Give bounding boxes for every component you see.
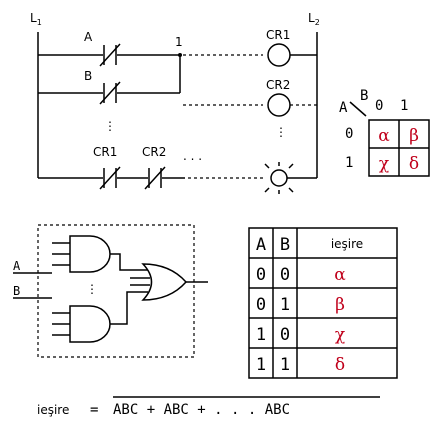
kmap-cell-00: α bbox=[378, 126, 390, 146]
contact-cr2-label: CR2 bbox=[142, 145, 166, 159]
tt-r0-a: 0 bbox=[256, 265, 266, 285]
coil-cr1 bbox=[267, 43, 291, 67]
ladder-hdots: . . . bbox=[183, 149, 202, 163]
kmap-row-header-1: 1 bbox=[345, 155, 353, 171]
and-gate-bottom bbox=[69, 305, 111, 343]
truth-table-border bbox=[248, 227, 398, 379]
kmap-cell-11: δ bbox=[409, 154, 419, 174]
coil-cr1-label: CR1 bbox=[266, 28, 290, 42]
tt-r3-a: 1 bbox=[256, 355, 266, 375]
tt-r2-out: χ bbox=[335, 325, 345, 345]
kmap-row-header-0: 0 bbox=[345, 126, 353, 142]
input-b-label: B bbox=[13, 284, 20, 298]
contact-a-slash bbox=[99, 43, 121, 67]
tt-r0-out: α bbox=[334, 265, 346, 285]
node-1-label: 1 bbox=[175, 35, 183, 49]
coil-cr2 bbox=[267, 93, 291, 117]
kmap-cell-10: χ bbox=[379, 154, 389, 174]
gates-vdots: ⋮ bbox=[86, 282, 98, 296]
contact-b-slash bbox=[99, 81, 121, 105]
kmap-diagonal bbox=[349, 101, 367, 117]
tt-r2-b: 0 bbox=[280, 325, 290, 345]
kmap-col-var: B bbox=[360, 88, 368, 104]
rung-3: CR1 CR2 . . . bbox=[38, 145, 317, 194]
tt-r3-b: 1 bbox=[280, 355, 290, 375]
equation-lhs: ieşire bbox=[37, 403, 69, 417]
karnaugh-map: A B 0 1 0 1 α β χ δ bbox=[339, 88, 430, 177]
kmap-col-header-1: 1 bbox=[400, 98, 408, 114]
ladder-vdots-left: ⋮ bbox=[104, 119, 116, 133]
equation-rhs: ABC + ABC + . . . ABC bbox=[113, 402, 290, 418]
tt-r1-b: 1 bbox=[280, 295, 290, 315]
contact-cr2-slash bbox=[144, 166, 166, 190]
ladder-diagram: L1 L2 A 1 CR1 B bbox=[30, 11, 320, 194]
contact-cr1-label: CR1 bbox=[93, 145, 117, 159]
tt-r1-a: 0 bbox=[256, 295, 266, 315]
ladder-vdots-right: ⋮ bbox=[275, 125, 287, 139]
tt-r1-out: β bbox=[335, 295, 345, 315]
tt-header-a: A bbox=[256, 235, 266, 255]
contact-cr1-slash bbox=[99, 166, 121, 190]
and-gate-top bbox=[69, 235, 111, 273]
equation: ieşire = ABC + ABC + . . . ABC bbox=[37, 396, 380, 418]
truth-table: A B ieşire 0 0 α 0 1 β 1 0 χ 1 1 δ bbox=[248, 227, 398, 379]
rung-1: A 1 CR1 bbox=[38, 28, 317, 67]
kmap-col-header-0: 0 bbox=[375, 98, 383, 114]
input-a-label: A bbox=[13, 259, 21, 273]
rung-2: B CR2 bbox=[38, 55, 317, 117]
tt-r3-out: δ bbox=[335, 355, 345, 375]
coil-cr2-label: CR2 bbox=[266, 78, 290, 92]
left-rail-label: L1 bbox=[30, 11, 42, 27]
equation-eq: = bbox=[90, 402, 98, 418]
tt-r2-a: 1 bbox=[256, 325, 266, 345]
lamp-symbol bbox=[270, 169, 288, 187]
circuit-boundary bbox=[37, 224, 195, 358]
kmap-row-var: A bbox=[339, 100, 348, 116]
gate-circuit: A B ⋮ bbox=[13, 224, 208, 358]
tt-header-b: B bbox=[280, 235, 290, 255]
kmap-cell-01: β bbox=[409, 126, 419, 146]
contact-b-label: B bbox=[84, 69, 92, 83]
right-rail-label: L2 bbox=[308, 11, 320, 27]
tt-header-output: ieşire bbox=[331, 237, 363, 251]
tt-r0-b: 0 bbox=[280, 265, 290, 285]
or-gate bbox=[141, 263, 188, 301]
contact-a-label: A bbox=[84, 30, 93, 44]
